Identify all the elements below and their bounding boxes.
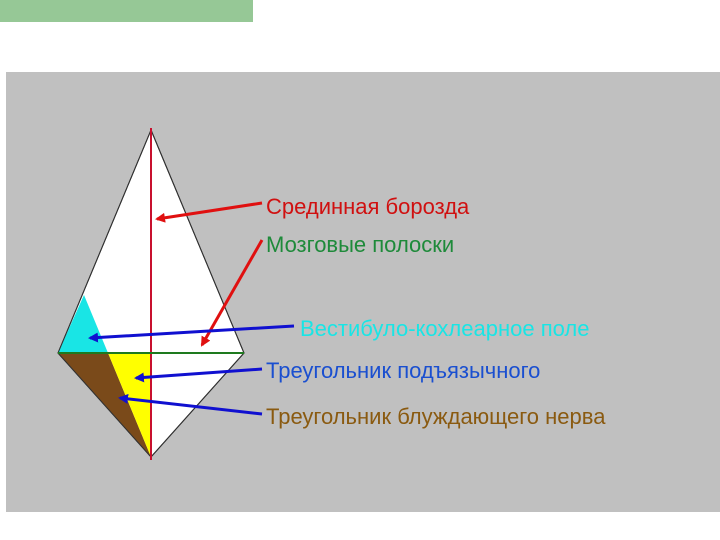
top-accent-bar <box>0 0 253 22</box>
arrow-hypoglossal-triangle <box>134 367 263 383</box>
arrow-vagal-triangle <box>118 393 263 416</box>
arrow-median-sulcus <box>155 201 263 223</box>
label-hypoglossal-triangle: Треугольник подъязычного <box>266 358 541 383</box>
label-vagal-triangle: Треугольник блуждающего нерва <box>266 404 606 429</box>
label-vestibulocochlear-area: Вестибуло-кохлеарное поле <box>300 316 590 341</box>
arrow-medullary-striae <box>200 239 264 347</box>
label-medullary-striae: Мозговые полоски <box>266 232 455 257</box>
label-median-sulcus: Срединная борозда <box>266 194 470 219</box>
arrow-vestibulocochlear-area <box>88 324 295 343</box>
